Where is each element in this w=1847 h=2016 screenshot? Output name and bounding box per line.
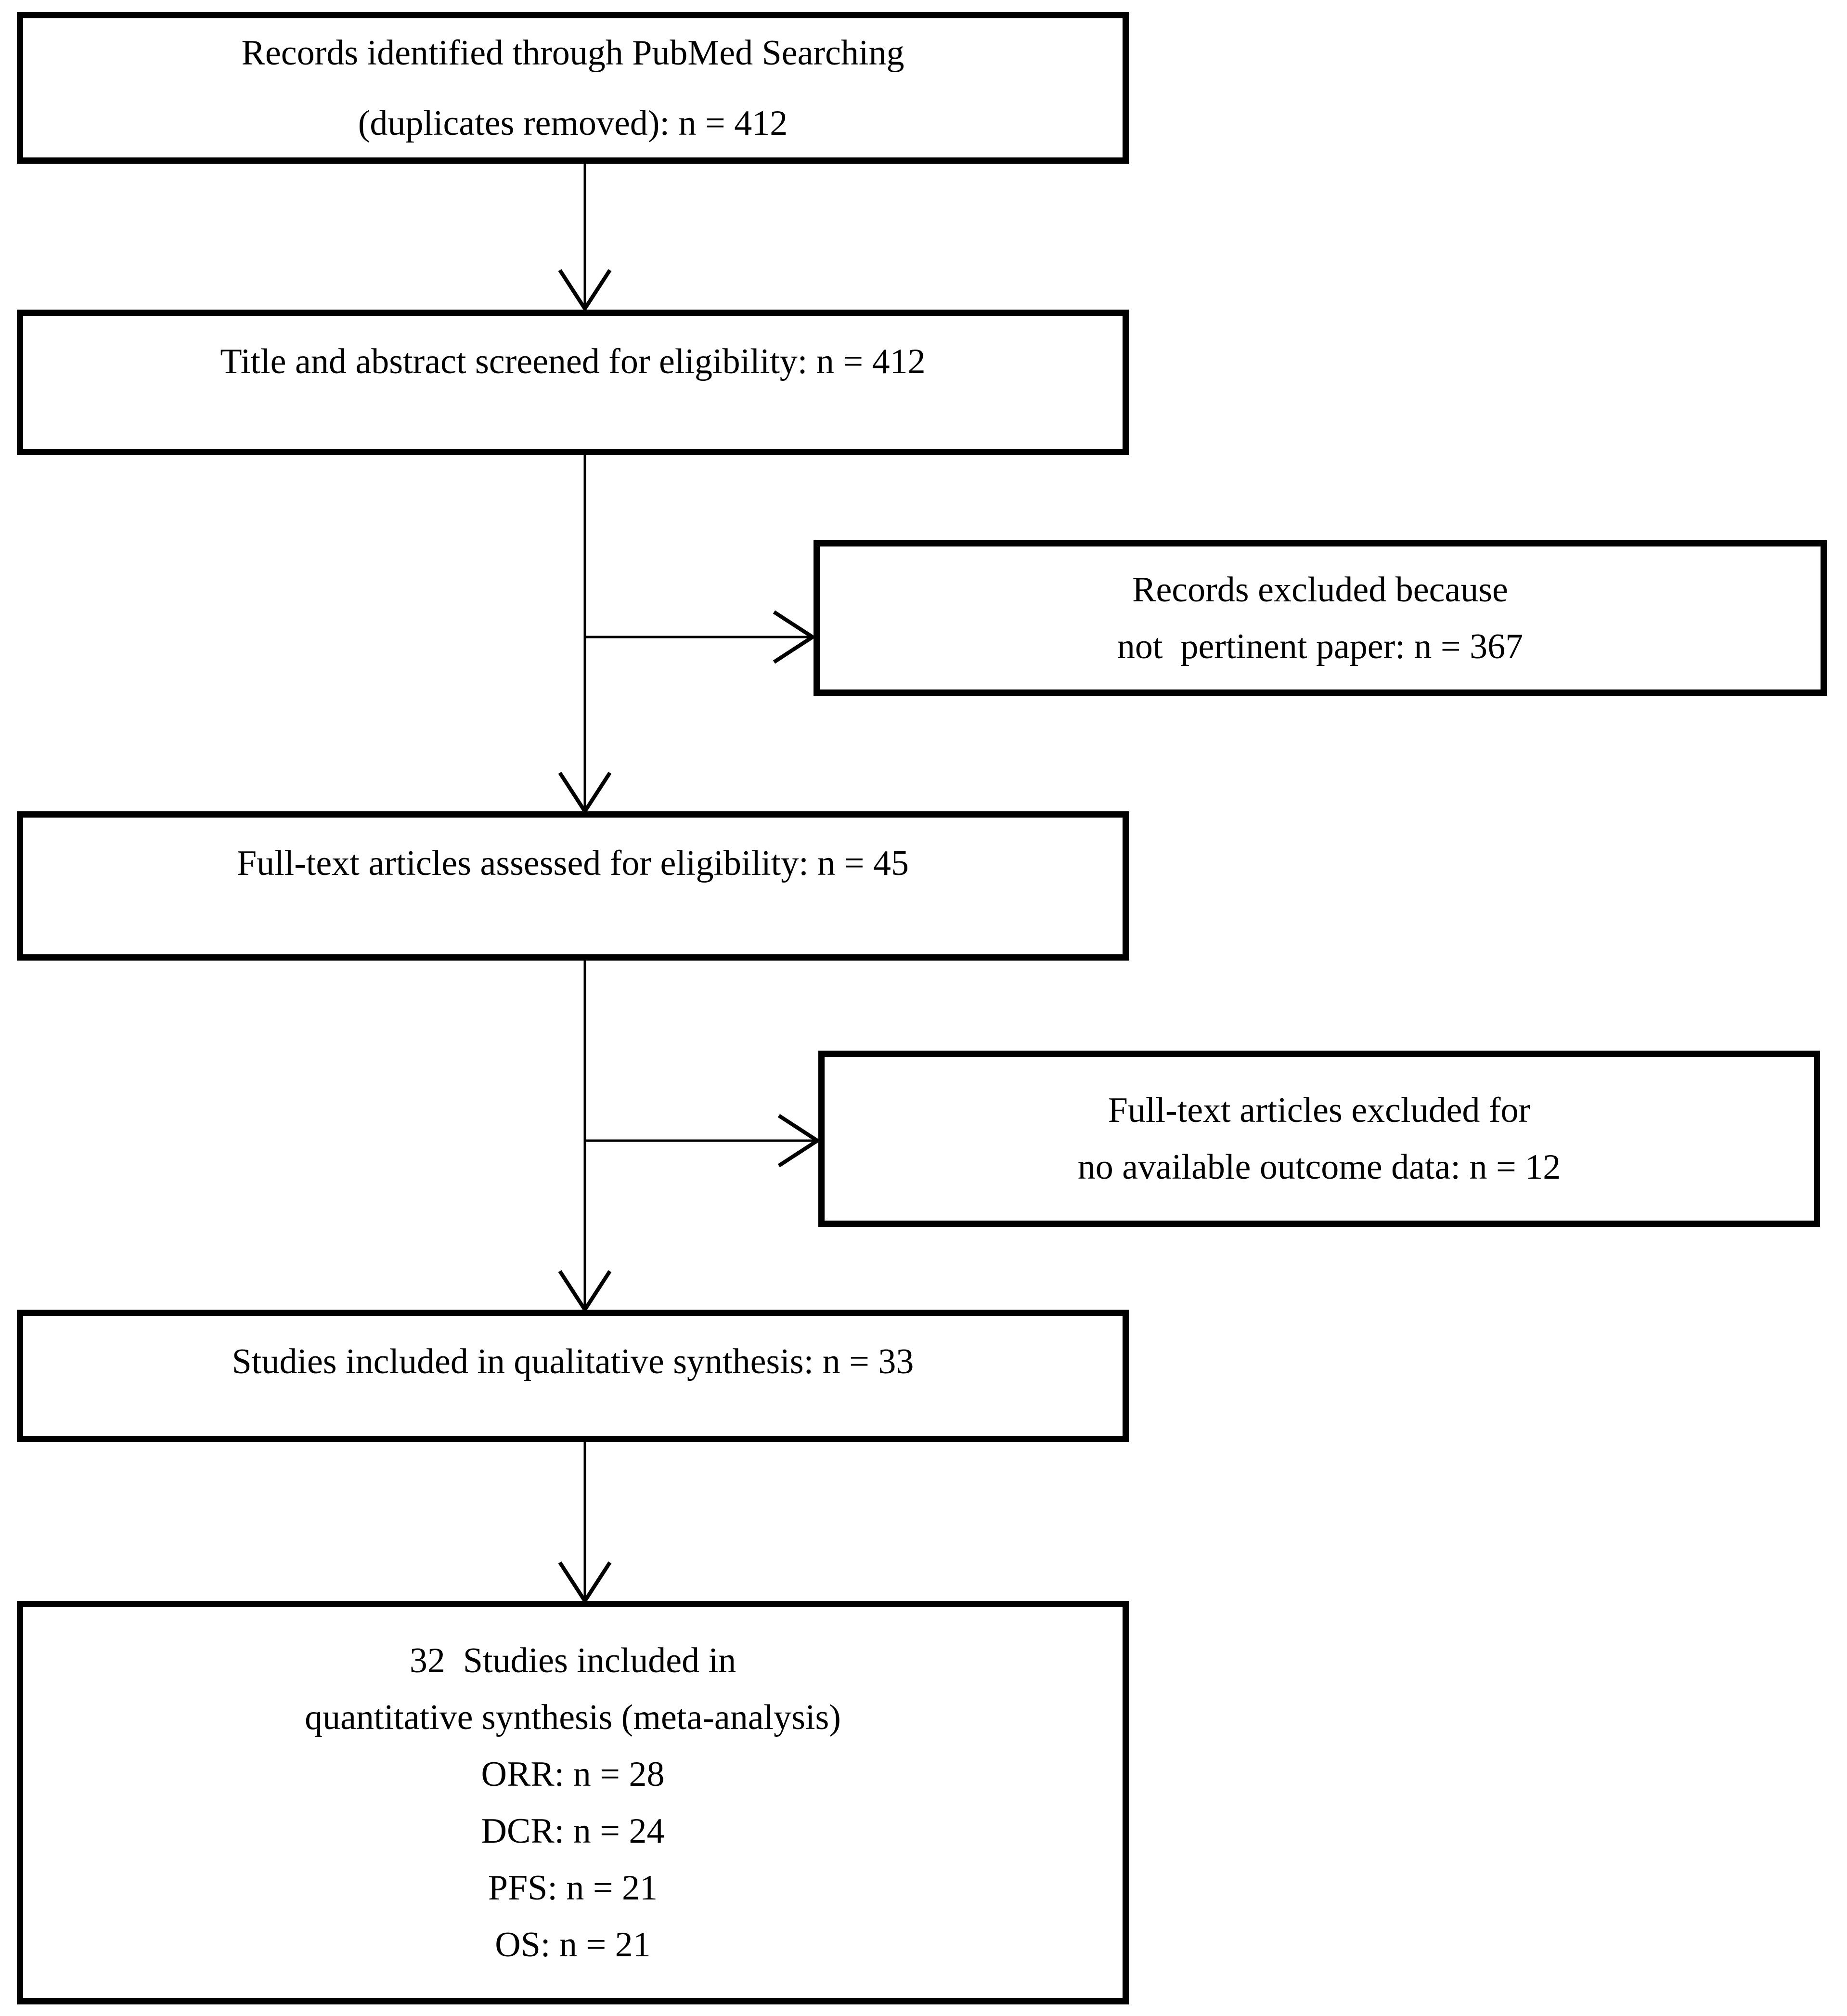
node-text-line: Records identified through PubMed Search… [241,33,904,73]
node-text-line: DCR: n = 24 [481,1811,665,1851]
arrowhead-down-icon [558,1561,612,1605]
node-records-excluded: Records excluded because not pertinent p… [814,540,1827,696]
node-text-line: Full-text articles assessed for eligibil… [236,844,909,883]
arrowhead-down-icon [558,1270,612,1314]
node-text-line: Full-text articles excluded for [1108,1091,1531,1130]
node-text-line: PFS: n = 21 [488,1868,658,1908]
node-fulltext-assessed: Full-text articles assessed for eligibil… [17,811,1129,961]
node-fulltext-excluded: Full-text articles excluded for no avail… [818,1051,1820,1227]
arrowhead-down-icon [558,269,612,312]
node-text-line: not pertinent paper: n = 367 [1117,626,1524,666]
node-text-line: Records excluded because [1132,570,1508,610]
node-text-line: Studies included in qualitative synthesi… [232,1342,914,1381]
node-text-line: 32 Studies included in [409,1641,736,1680]
arrowhead-down-icon [558,771,612,815]
node-text-line: ORR: n = 28 [481,1755,665,1794]
arrowhead-right-icon [777,1114,821,1168]
node-text-line: quantitative synthesis (meta-analysis) [305,1698,841,1737]
node-qualitative-synthesis: Studies included in qualitative synthesi… [17,1310,1129,1442]
node-text-line: (duplicates removed): n = 412 [358,103,788,143]
node-records-identified: Records identified through PubMed Search… [17,12,1129,164]
node-quantitative-synthesis: 32 Studies included in quantitative synt… [17,1601,1129,2004]
node-text-line: OS: n = 21 [495,1925,651,1964]
arrowhead-right-icon [773,610,816,664]
node-title-abstract-screened: Title and abstract screened for eligibil… [17,310,1129,455]
node-text-line: no available outcome data: n = 12 [1077,1147,1561,1187]
node-text-line: Title and abstract screened for eligibil… [220,342,926,381]
